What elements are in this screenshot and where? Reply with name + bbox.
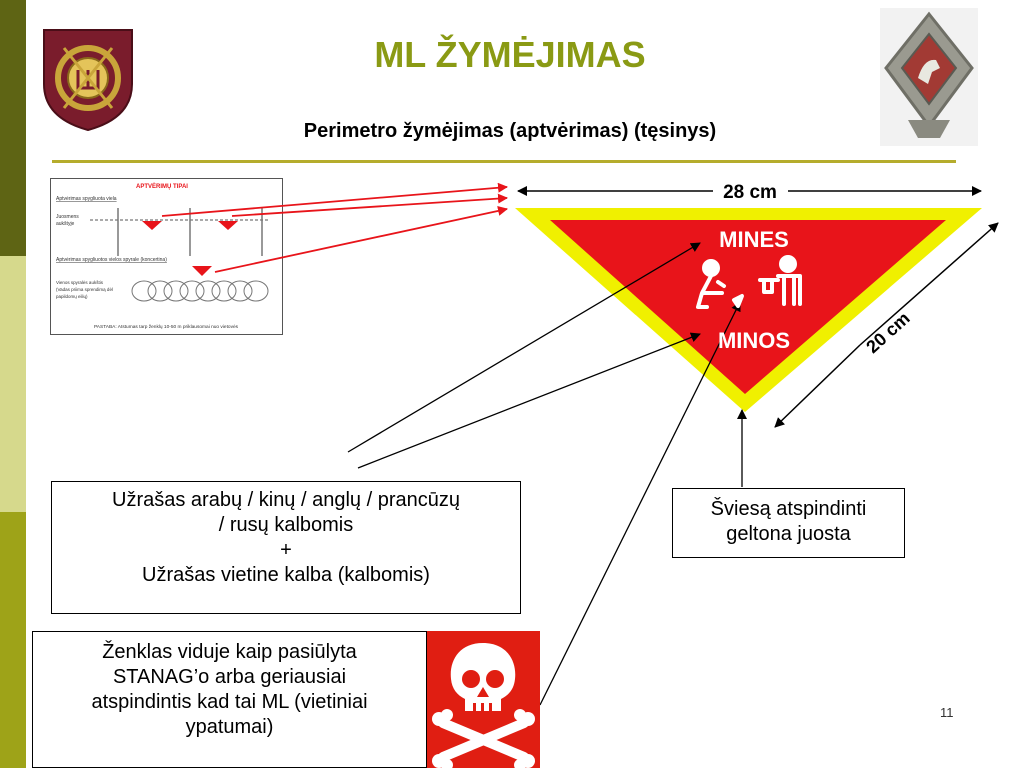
side-stripe-top bbox=[0, 0, 26, 256]
page-title: ML ŽYMĖJIMAS bbox=[374, 34, 646, 75]
vytis-badge-icon bbox=[880, 8, 978, 146]
fence-figure-title: APTVĖRIMŲ TIPAI bbox=[136, 183, 188, 190]
pointer-to-mines-text bbox=[347, 242, 701, 453]
pointer-to-minos-text bbox=[357, 332, 701, 469]
fence-row1-marker-1 bbox=[142, 221, 162, 230]
fence-row2-marker bbox=[192, 266, 212, 276]
languages-line-2: / rusų kalbomis bbox=[218, 514, 354, 536]
sign-red-field bbox=[550, 220, 946, 394]
symbol-line-3: atspindintis kad tai ML (vietiniai bbox=[91, 691, 368, 713]
side-dimension-lower-arrow bbox=[774, 344, 861, 428]
side-label: 20 cm bbox=[862, 308, 913, 357]
military-academy-shield-icon bbox=[43, 29, 133, 132]
symbol-callout: Ženklas viduje kaip pasiūlyta STANAG’o a… bbox=[32, 631, 427, 768]
symbol-line-2: STANAG’o arba geriausiai bbox=[112, 666, 347, 688]
fence-row1-label-2: aukštyje bbox=[56, 221, 75, 227]
red-arrow-3 bbox=[214, 206, 508, 273]
fence-row2-label-3: papildomų eilių) bbox=[56, 294, 88, 299]
width-label: 28 cm bbox=[723, 182, 777, 203]
page-subtitle: Perimetro žymėjimas (aptvėrimas) (tęsiny… bbox=[303, 120, 717, 142]
sign-text-minos: MINOS bbox=[718, 328, 790, 353]
symbol-line-4: ypatumai) bbox=[185, 716, 274, 738]
symbol-line-1: Ženklas viduje kaip pasiūlyta bbox=[102, 641, 357, 663]
side-stripe-bottom bbox=[0, 512, 26, 768]
skull-crossbones-icon bbox=[432, 643, 535, 771]
fence-row2-heading: Aptvėrimas spygliuotos vielos spyrale (k… bbox=[56, 257, 167, 263]
side-stripe-middle bbox=[0, 256, 26, 512]
red-arrow-1 bbox=[161, 182, 508, 217]
side-dimension-upper-arrow bbox=[859, 222, 999, 346]
languages-callout: Užrašas arabų / kinų / anglų / prancūzų … bbox=[51, 481, 521, 614]
red-arrow-2 bbox=[231, 193, 508, 217]
fence-row2-label-2: (Vadas priima sprendimą dėl bbox=[56, 287, 113, 292]
languages-line-1: Užrašas arabų / kinų / anglų / prancūzų bbox=[112, 489, 460, 511]
skull-panel bbox=[427, 631, 540, 771]
concertina-wire bbox=[131, 280, 269, 302]
mine-casualty-pictogram-icon bbox=[696, 255, 802, 309]
fence-types-figure: APTVĖRIMŲ TIPAI Aptvėrimas spygliuota vi… bbox=[50, 178, 283, 335]
sign-text-mines: MINES bbox=[719, 227, 789, 252]
languages-plus: + bbox=[280, 539, 292, 561]
reflective-callout: Šviesą atspindinti geltona juosta bbox=[672, 488, 905, 558]
fence-figure-note: PASTABA: Atstumas tarp ženklų 10-50 m pr… bbox=[94, 324, 239, 330]
title-divider bbox=[52, 160, 956, 163]
reflective-line-1: Šviesą atspindinti bbox=[710, 498, 867, 520]
pointer-to-pictogram bbox=[539, 301, 741, 706]
page-number: 11 bbox=[940, 705, 954, 720]
reflective-line-2: geltona juosta bbox=[726, 523, 851, 545]
fence-row1-label-1: Juosmens bbox=[56, 214, 79, 220]
fence-row1-marker-2 bbox=[218, 221, 238, 230]
fence-row1-heading: Aptvėrimas spygliuota viela bbox=[56, 196, 117, 202]
fence-row2-label-1: Vienos spyralės aukštis bbox=[56, 280, 104, 285]
languages-line-3: Užrašas vietine kalba (kalbomis) bbox=[142, 564, 430, 586]
